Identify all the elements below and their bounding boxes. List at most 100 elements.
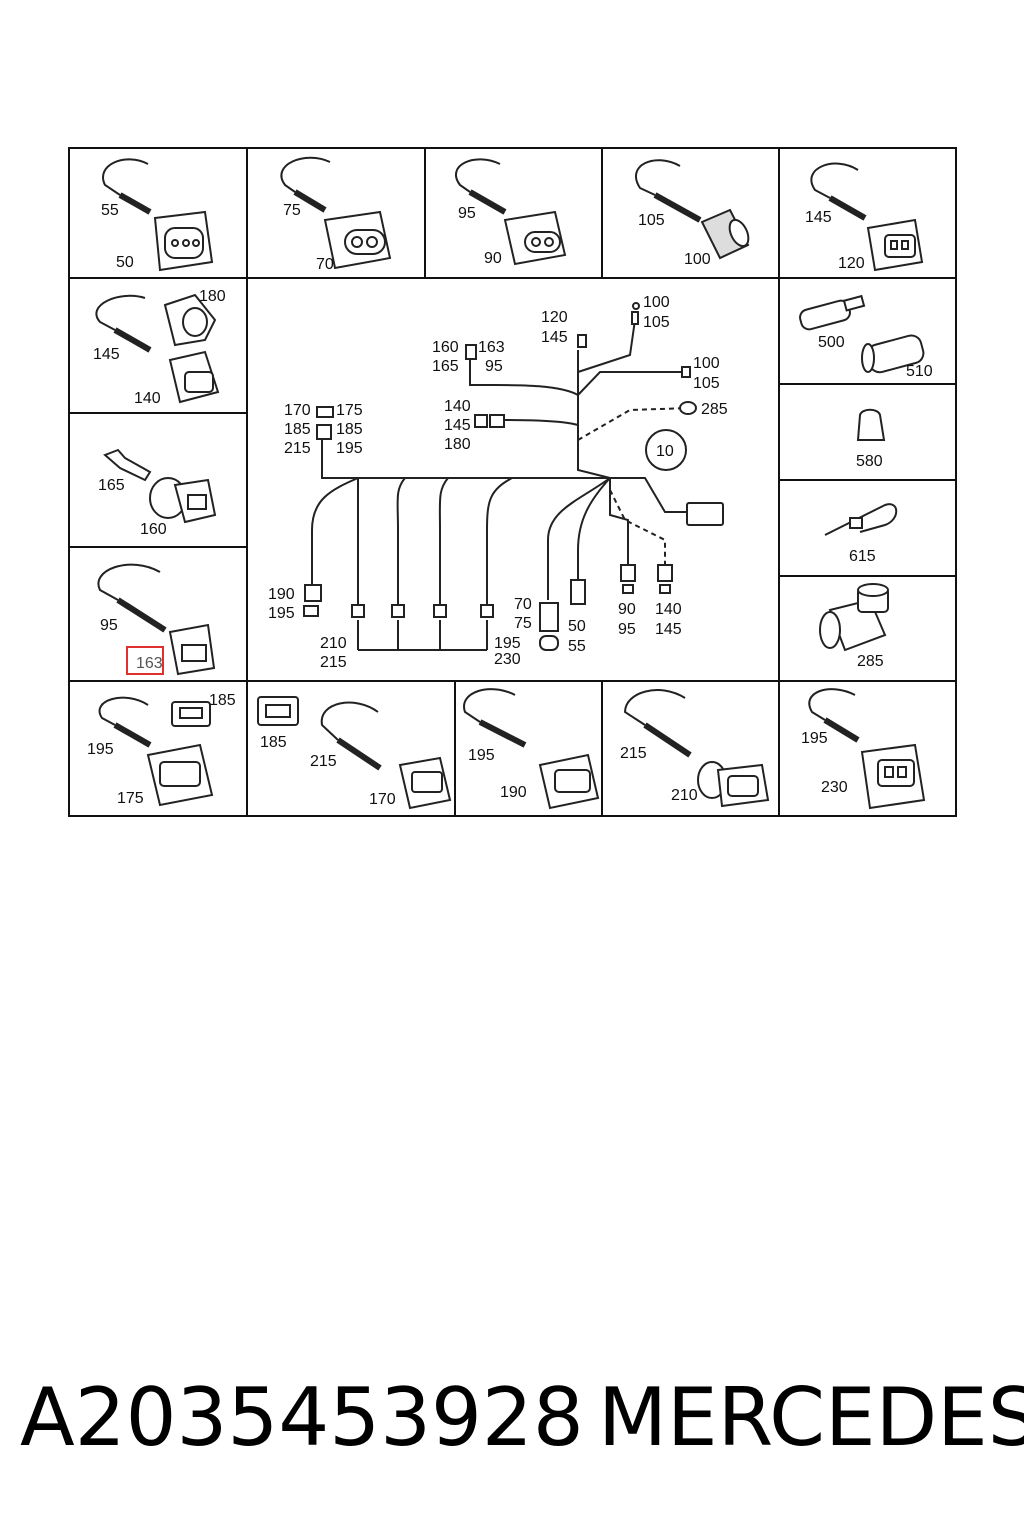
label-195: 195 bbox=[87, 741, 114, 758]
cell-580-clip: 580 bbox=[856, 408, 886, 470]
highlight-box[interactable] bbox=[126, 646, 164, 675]
wire-pigtail-icon bbox=[102, 158, 152, 215]
wire-pigtail-icon bbox=[320, 701, 382, 771]
callout-label-10: 10 bbox=[656, 443, 674, 460]
parts-diagram: 55 50 75 70 95 90 bbox=[68, 147, 957, 817]
label-230: 230 bbox=[821, 779, 848, 796]
cell-210-connector: 215 210 bbox=[620, 689, 770, 808]
cell-615-tie: 615 bbox=[824, 503, 898, 565]
label-500: 500 bbox=[818, 334, 845, 351]
harness-label: 50 bbox=[568, 618, 586, 635]
label-75: 75 bbox=[283, 202, 301, 219]
harness-labels: 120 145 100 105 160 163 165 95 100 105 1… bbox=[268, 294, 728, 671]
harness-label: 175 bbox=[336, 402, 363, 419]
label-50: 50 bbox=[116, 254, 134, 271]
label-285: 285 bbox=[857, 653, 884, 670]
harness-label: 185 bbox=[336, 421, 363, 438]
harness-label: 195 bbox=[268, 605, 295, 622]
cell-500-510-fittings: 500 510 bbox=[799, 294, 933, 380]
label-140: 140 bbox=[134, 390, 161, 407]
harness-label: 170 bbox=[284, 402, 311, 419]
label-55: 55 bbox=[101, 202, 119, 219]
harness-label: 95 bbox=[618, 621, 636, 638]
wire-pigtail-icon bbox=[98, 696, 152, 748]
brand-name: MERCEDES bbox=[598, 1371, 1024, 1464]
connector-icon bbox=[398, 756, 452, 810]
label-90: 90 bbox=[484, 250, 502, 267]
label-165: 165 bbox=[98, 477, 125, 494]
cell-100-sensor: 105 100 bbox=[635, 159, 750, 268]
housing-icon bbox=[171, 701, 211, 727]
connector-icon bbox=[860, 743, 926, 810]
harness-label: 90 bbox=[618, 601, 636, 618]
connector-icon bbox=[168, 623, 216, 676]
wire-pigtail-icon bbox=[808, 688, 860, 743]
harness-label: 165 bbox=[432, 358, 459, 375]
harness-label: 105 bbox=[693, 375, 720, 392]
wire-pigtail-icon bbox=[95, 294, 152, 353]
connector-icon bbox=[503, 210, 567, 266]
cell-70-connector: 75 70 bbox=[280, 156, 392, 273]
label-210: 210 bbox=[671, 787, 698, 804]
label-105: 105 bbox=[638, 212, 665, 229]
part-number: A2035453928 bbox=[20, 1371, 584, 1464]
harness-label: 140 bbox=[444, 398, 471, 415]
harness-label: 70 bbox=[514, 596, 532, 613]
harness-label: 195 bbox=[336, 440, 363, 457]
wire-pigtail-icon bbox=[455, 158, 507, 215]
cell-160-connector: 165 160 bbox=[98, 448, 217, 538]
harness-label: 75 bbox=[514, 615, 532, 632]
cell-50-connector: 55 50 bbox=[101, 158, 214, 272]
harness-label: 230 bbox=[494, 651, 521, 668]
wire-pigtail-icon bbox=[280, 156, 331, 213]
label-120: 120 bbox=[838, 255, 865, 272]
harness-label: 215 bbox=[284, 440, 311, 457]
callout-circle bbox=[645, 429, 687, 471]
label-215: 215 bbox=[620, 745, 647, 762]
harness-label: 100 bbox=[693, 355, 720, 372]
harness-label: 55 bbox=[568, 638, 586, 655]
harness-label: 163 bbox=[478, 339, 505, 356]
wire-pigtail-icon bbox=[97, 563, 167, 633]
label-185: 185 bbox=[209, 692, 236, 709]
harness-label: 105 bbox=[643, 314, 670, 331]
label-170: 170 bbox=[369, 791, 396, 808]
sensor-icon bbox=[700, 208, 750, 260]
wire-pigtail-icon bbox=[463, 688, 527, 748]
wiring-harness bbox=[311, 319, 691, 651]
label-100: 100 bbox=[684, 251, 711, 268]
housing-icon bbox=[163, 293, 217, 347]
harness-label: 140 bbox=[655, 601, 682, 618]
wire-pigtail-icon bbox=[635, 159, 702, 223]
cell-163-connector: 95 163 bbox=[97, 563, 216, 676]
cell-90-connector: 95 90 bbox=[455, 158, 567, 267]
wire-pigtail-icon bbox=[810, 162, 867, 221]
cell-190-connector: 195 190 bbox=[463, 688, 600, 810]
label-190: 190 bbox=[500, 784, 527, 801]
diagram-grid bbox=[68, 147, 957, 817]
cable-tie-icon bbox=[824, 503, 898, 536]
harness-label: 145 bbox=[444, 417, 471, 434]
harness-label: 120 bbox=[541, 309, 568, 326]
harness-label: 160 bbox=[432, 339, 459, 356]
label-195: 195 bbox=[801, 730, 828, 747]
harness-label: 190 bbox=[268, 586, 295, 603]
label-145: 145 bbox=[805, 209, 832, 226]
label-163: 163 bbox=[136, 655, 163, 672]
terminal-icon bbox=[103, 448, 152, 482]
harness-label: 145 bbox=[655, 621, 682, 638]
harness-label: 210 bbox=[320, 635, 347, 652]
label-615: 615 bbox=[849, 548, 876, 565]
label-185: 185 bbox=[260, 734, 287, 751]
harness-label: 195 bbox=[494, 635, 521, 652]
connector-icon bbox=[323, 210, 392, 270]
harness-label: 145 bbox=[541, 329, 568, 346]
label-70: 70 bbox=[316, 256, 334, 273]
harness-label: 185 bbox=[284, 421, 311, 438]
label-145: 145 bbox=[93, 346, 120, 363]
cell-120-connector: 145 120 bbox=[805, 162, 924, 272]
wire-pigtail-icon bbox=[623, 689, 692, 758]
label-510: 510 bbox=[906, 363, 933, 380]
label-215: 215 bbox=[310, 753, 337, 770]
fitting-icon bbox=[799, 294, 866, 331]
